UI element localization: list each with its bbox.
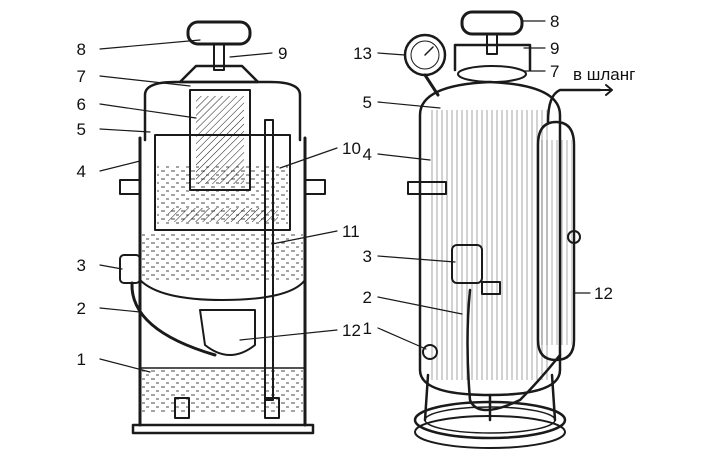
right-callout-7: 7 — [550, 62, 559, 81]
left-callout-4: 4 — [77, 162, 86, 181]
water-lower — [142, 232, 303, 282]
left-callout-9: 9 — [278, 44, 287, 63]
frame-9 — [453, 43, 532, 72]
top-dome — [143, 80, 302, 142]
valve-3 — [119, 254, 141, 284]
right-callout-4: 4 — [363, 145, 372, 164]
right-callout-5: 5 — [363, 93, 372, 112]
right-callout-3: 3 — [363, 247, 372, 266]
hose-outlet — [546, 88, 602, 124]
inner-cup — [199, 309, 256, 356]
tank-body — [418, 80, 562, 397]
fitting-left — [174, 397, 190, 419]
hose-arrow — [599, 84, 613, 96]
right-callout-2: 2 — [363, 288, 372, 307]
side-cylinder — [536, 120, 576, 362]
pump-rod — [213, 43, 225, 71]
left-leader-lines — [99, 39, 338, 373]
valve-outlet — [481, 281, 501, 295]
inner-chamber — [154, 134, 291, 231]
right-nozzle — [304, 179, 326, 195]
left-callout-10: 10 — [342, 139, 361, 158]
handle-8-right — [460, 10, 524, 36]
left-callout-6: 6 — [77, 95, 86, 114]
base-ring-outer — [413, 400, 567, 440]
left-callout-3: 3 — [77, 256, 86, 275]
base-ring-inner — [424, 406, 556, 434]
hose-2 — [130, 281, 217, 357]
left-nozzle — [119, 179, 141, 195]
right-callout-8: 8 — [550, 12, 559, 31]
left-callout-11: 11 — [342, 222, 360, 241]
right-leader-lines — [377, 20, 591, 350]
left-callout-8: 8 — [77, 40, 86, 59]
bottom-partition — [139, 279, 306, 301]
right-callout-9: 9 — [550, 39, 559, 58]
side-bracket — [407, 181, 447, 195]
gravel-layer — [168, 208, 278, 222]
right-callout-13: 13 — [353, 44, 372, 63]
left-stand — [131, 423, 315, 435]
valve-3-right — [451, 244, 483, 284]
gauge-dial — [410, 40, 440, 70]
left-callout-5: 5 — [77, 120, 86, 139]
cylinder-shading — [540, 140, 572, 345]
gauge-needle — [424, 46, 434, 56]
left-callout-2: 2 — [77, 299, 86, 318]
fitting-right — [264, 397, 280, 419]
right-exterior-view: в шланг 8 13 9 7 5 4 3 2 — [353, 10, 635, 449]
stand-legs — [423, 373, 557, 422]
base-ring-bottom — [414, 415, 566, 449]
hose-2-right — [466, 288, 562, 412]
cylinder-nut — [567, 230, 581, 244]
left-callout-7: 7 — [77, 67, 86, 86]
right-callout-1: 1 — [363, 319, 372, 338]
cap-7 — [457, 65, 527, 83]
neck-cap — [178, 64, 260, 84]
left-sectional-view: 8 9 7 6 5 10 4 11 3 2 12 1 — [77, 20, 361, 435]
left-callout-1: 1 — [77, 350, 86, 369]
left-callout-12: 12 — [342, 321, 361, 340]
tank-shading — [430, 110, 550, 380]
right-callout-12: 12 — [594, 284, 613, 303]
foot-bolt — [422, 344, 438, 360]
hose-label: в шланг — [573, 65, 635, 84]
water-bottom — [142, 368, 303, 413]
